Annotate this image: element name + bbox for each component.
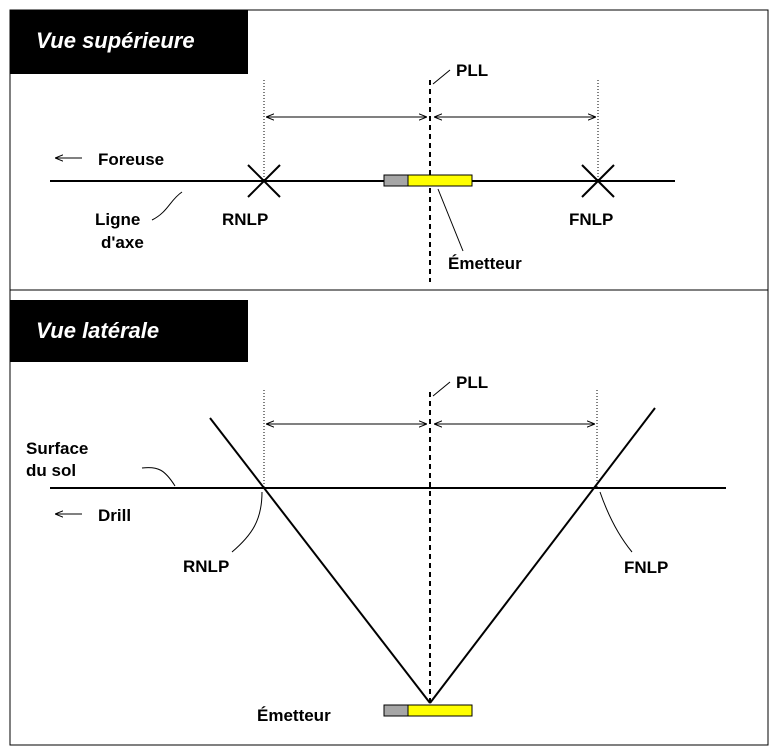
- top-fnlp-label: FNLP: [569, 210, 613, 229]
- side-fnlp-label: FNLP: [624, 558, 668, 577]
- surface-leader: [141, 467, 176, 487]
- side-transmitter-cap: [383, 704, 409, 717]
- rear-field-line: [209, 417, 431, 704]
- top-transmitter-cap: [383, 174, 409, 187]
- side-view-title-box: [10, 300, 248, 362]
- side-transmitter-label: Émetteur: [257, 706, 331, 725]
- axis-label-line2: d'axe: [101, 233, 144, 252]
- surface-label-line2: du sol: [26, 461, 76, 480]
- top-transmitter-body: [407, 174, 473, 187]
- side-transmitter-body: [407, 704, 473, 717]
- top-view-panel: Vue supérieure PLL Foreuse Ligne: [9, 9, 769, 291]
- top-rnlp-label: RNLP: [222, 210, 268, 229]
- side-rnlp-label: RNLP: [183, 557, 229, 576]
- side-view-title: Vue latérale: [36, 318, 159, 343]
- top-view-title: Vue supérieure: [36, 28, 195, 53]
- side-fnlp-leader: [599, 491, 633, 553]
- top-pll-label: PLL: [456, 61, 488, 80]
- side-drill-label: Drill: [98, 506, 131, 525]
- top-view-title-box: [10, 10, 248, 74]
- top-transmitter-label: Émetteur: [448, 254, 522, 273]
- side-view-panel: Vue latérale PLL Surface du sol Drill RN…: [9, 289, 769, 746]
- surface-label-line1: Surface: [26, 439, 88, 458]
- side-pll-label: PLL: [456, 373, 488, 392]
- front-field-line: [429, 407, 656, 704]
- fnlp-x-mark: [581, 164, 615, 198]
- side-rnlp-leader: [231, 491, 263, 553]
- top-transmitter-leader: [437, 188, 464, 252]
- axis-label-leader: [151, 191, 183, 221]
- axis-label-line1: Ligne: [95, 210, 140, 229]
- side-view-border: [9, 289, 769, 746]
- top-drill-label: Foreuse: [98, 150, 164, 169]
- side-pll-leader: [432, 381, 451, 397]
- rnlp-x-mark: [247, 164, 281, 198]
- pll-leader: [432, 69, 451, 85]
